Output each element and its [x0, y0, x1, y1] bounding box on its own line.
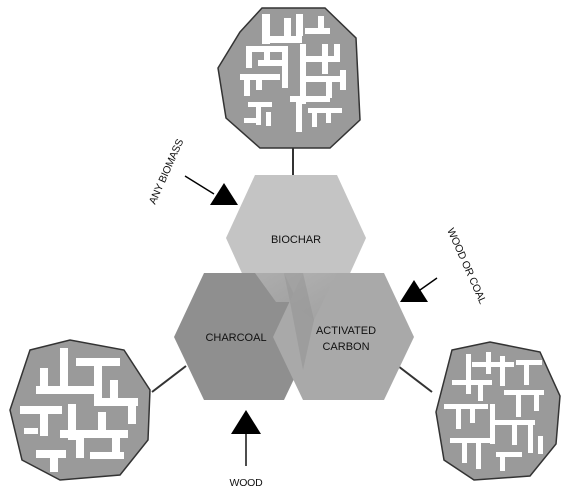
wood-or-coal-label: WOOD OR COAL [444, 226, 488, 306]
lower-overlap-region [284, 273, 314, 370]
charcoal-hexagon [174, 273, 314, 400]
wood-or-coal-arrow-line [419, 277, 438, 291]
any-biomass-arrow-line [184, 175, 215, 195]
biochar-pore-icon [217, 7, 361, 149]
wood-label: WOOD [229, 477, 263, 489]
biochar-label: BIOCHAR [271, 234, 321, 246]
wood-or-coal-arrow-icon [400, 280, 428, 302]
activated-carbon-label-line2: CARBON [322, 341, 369, 353]
activated-carbon-connector-line [397, 365, 433, 393]
charcoal-connector-line [151, 365, 187, 393]
activated-carbon-pore-icon [435, 341, 561, 481]
activated-carbon-label-line1: ACTIVATED [316, 325, 376, 337]
any-biomass-label: ANY BIOMASS [147, 137, 186, 206]
charcoal-label: CHARCOAL [205, 332, 266, 344]
charcoal-pore-icon [9, 339, 151, 481]
wood-arrow-icon [231, 410, 261, 434]
biochar-hexagon [226, 175, 366, 302]
any-biomass-arrow-icon [210, 183, 238, 205]
